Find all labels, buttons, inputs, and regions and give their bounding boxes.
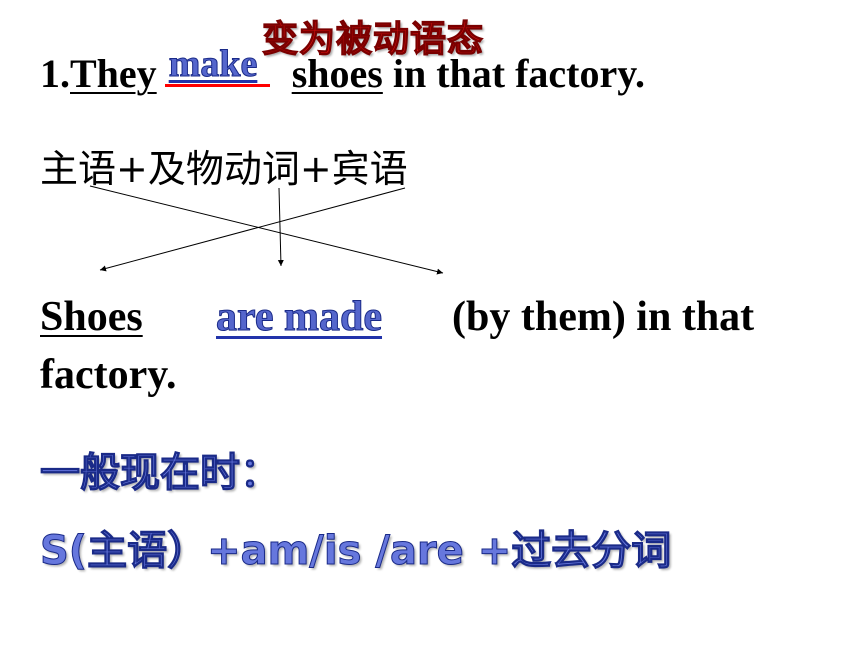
- structure-formula: 主语+及物动词+宾语: [40, 147, 408, 191]
- active-subject: They: [70, 51, 157, 96]
- slide-title: 变为被动语态: [261, 18, 485, 60]
- passive-rest-line2: factory.: [40, 352, 177, 398]
- sentence-number: 1.: [40, 51, 70, 96]
- verb-blank: make: [164, 43, 270, 87]
- tense-label: 一般现在时：: [40, 450, 281, 497]
- active-rest: in that factory.: [392, 51, 646, 96]
- passive-rest: (by them) in that: [452, 294, 755, 340]
- arrow-object-to-start: [99, 187, 406, 272]
- active-sentence: 1.They make shoes in that factory.: [40, 43, 646, 97]
- arrow-verb-down: [277, 187, 284, 267]
- active-object: shoes: [291, 51, 383, 96]
- passive-formula: S(主语）+am/is /are +过去分词: [39, 528, 672, 575]
- arrow-subject-to-end: [89, 185, 444, 275]
- active-verb-answer: make: [168, 43, 258, 86]
- passive-subject: Shoes: [40, 294, 143, 340]
- passive-verb-answer: are made: [215, 294, 383, 341]
